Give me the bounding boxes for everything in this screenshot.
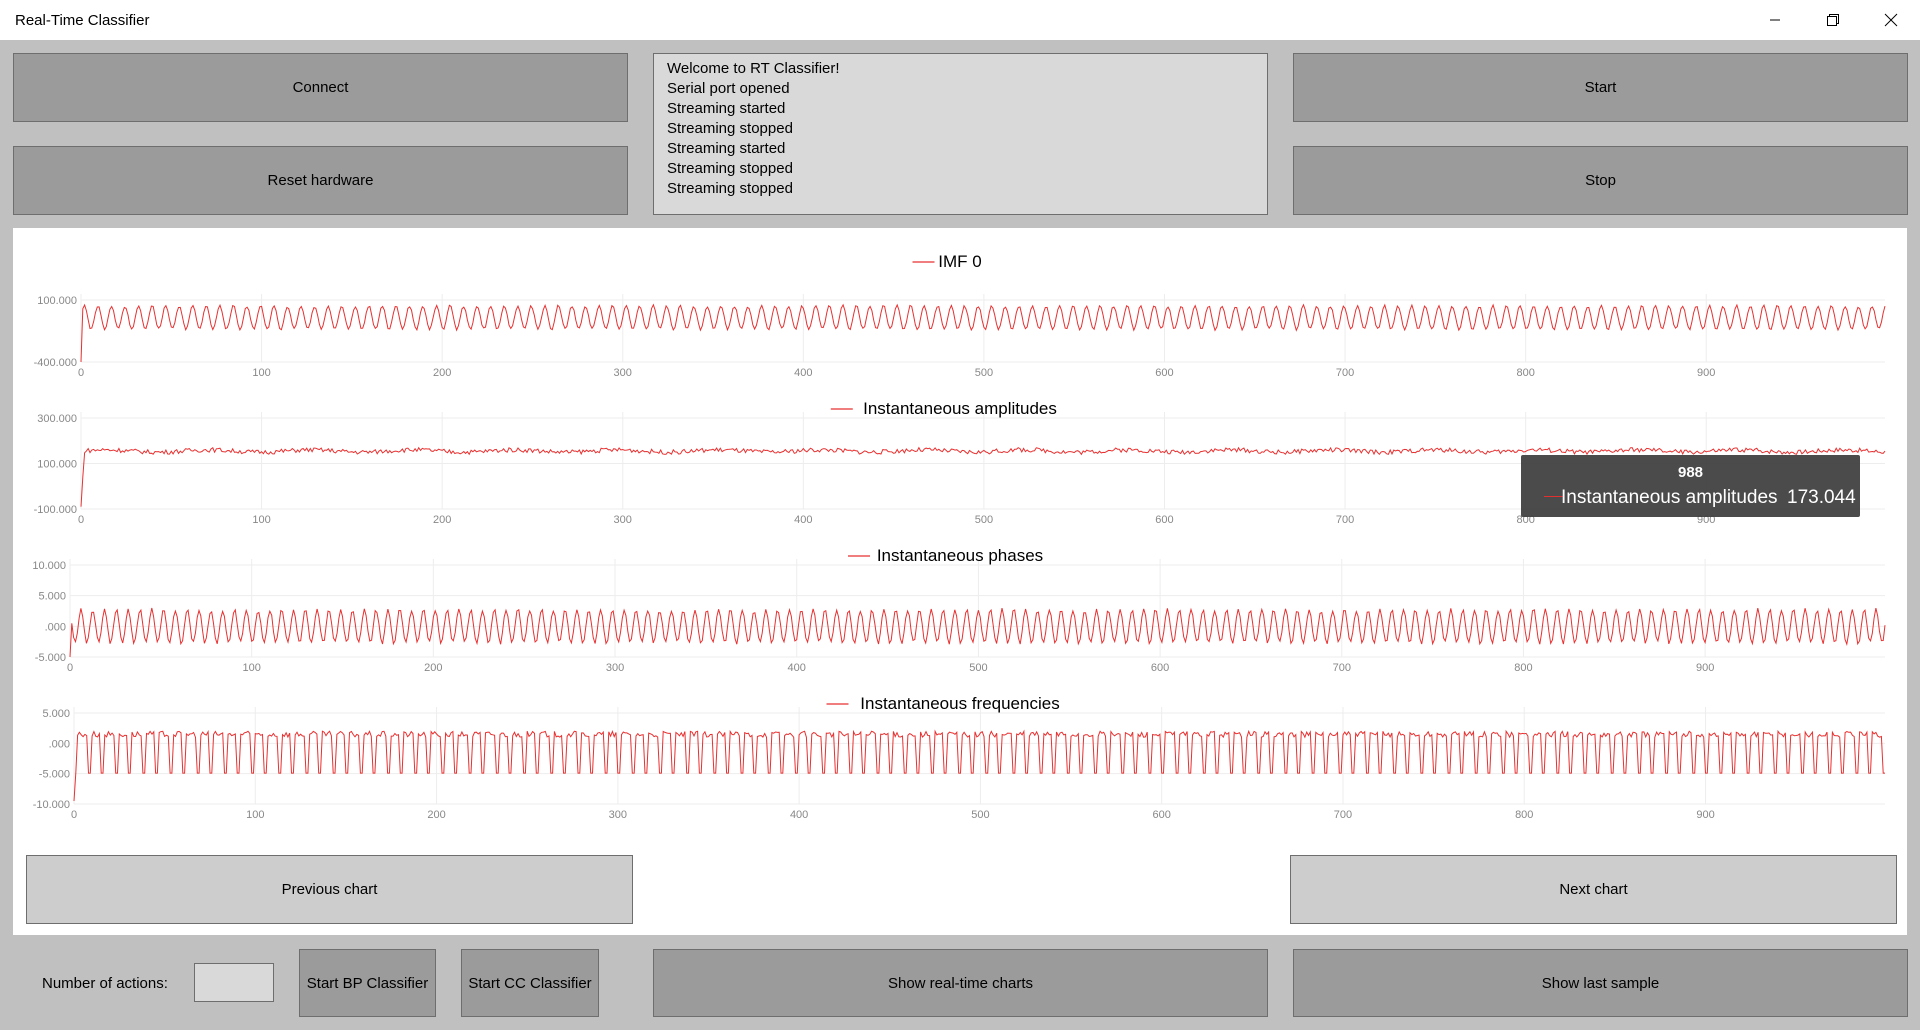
log-line: Streaming stopped (667, 160, 793, 177)
reset-hardware-button[interactable]: Reset hardware (13, 146, 628, 215)
close-icon (1884, 13, 1898, 27)
x-tick-label: 900 (1696, 662, 1714, 674)
restore-icon (1827, 14, 1839, 26)
y-tick-label: 100.000 (37, 459, 77, 471)
log-line: Welcome to RT Classifier! (667, 60, 840, 77)
x-tick-label: 300 (614, 367, 632, 379)
number-of-actions-input[interactable] (194, 963, 274, 1002)
minimize-button[interactable] (1752, 0, 1798, 40)
minimize-icon (1770, 19, 1780, 21)
start-button[interactable]: Start (1293, 53, 1908, 122)
x-tick-label: 500 (969, 662, 987, 674)
y-tick-label: 5.000 (38, 591, 66, 603)
x-tick-label: 0 (71, 809, 77, 821)
chart-legend-label: Instantaneous phases (877, 546, 1043, 565)
x-tick-label: 300 (614, 514, 632, 526)
x-tick-label: 900 (1697, 514, 1715, 526)
x-tick-label: 700 (1333, 662, 1351, 674)
y-tick-label: .000 (45, 621, 66, 633)
y-tick-label: -10.000 (33, 799, 70, 811)
connect-button[interactable]: Connect (13, 53, 628, 122)
start-cc-classifier-button[interactable]: Start CC Classifier (461, 949, 599, 1017)
x-tick-label: 800 (1515, 809, 1533, 821)
log-line: Streaming started (667, 100, 786, 117)
x-tick-label: 300 (609, 809, 627, 821)
x-tick-label: 500 (975, 367, 993, 379)
x-tick-label: 600 (1151, 662, 1169, 674)
start-bp-classifier-button[interactable]: Start BP Classifier (299, 949, 436, 1017)
x-tick-label: 400 (788, 662, 806, 674)
y-tick-label: -400.000 (34, 357, 77, 369)
window-title: Real-Time Classifier (15, 12, 150, 29)
log-line: Streaming stopped (667, 120, 793, 137)
x-tick-label: 100 (252, 367, 270, 379)
x-tick-label: 700 (1336, 514, 1354, 526)
number-of-actions-label: Number of actions: (42, 975, 168, 992)
x-tick-label: 200 (424, 662, 442, 674)
x-tick-label: 100 (246, 809, 264, 821)
tooltip-x-value: 988 (1677, 464, 1704, 481)
x-tick-label: 0 (67, 662, 73, 674)
x-tick-label: 200 (427, 809, 445, 821)
x-tick-label: 800 (1514, 662, 1532, 674)
x-tick-label: 900 (1696, 809, 1714, 821)
chart-legend-label: Instantaneous frequencies (860, 694, 1059, 713)
log-line: Streaming started (667, 140, 786, 157)
next-chart-button[interactable]: Next chart (1290, 855, 1897, 924)
x-tick-label: 0 (78, 514, 84, 526)
x-tick-label: 400 (794, 367, 812, 379)
y-tick-label: 300.000 (37, 413, 77, 425)
y-tick-label: 5.000 (42, 708, 70, 720)
tooltip-value: 173.044 (1787, 487, 1856, 508)
y-tick-label: 10.000 (32, 560, 66, 572)
y-tick-label: -5.000 (35, 652, 66, 664)
x-tick-label: 600 (1155, 367, 1173, 379)
x-tick-label: 800 (1516, 514, 1534, 526)
y-tick-label: 100.000 (37, 295, 77, 307)
x-tick-label: 500 (975, 514, 993, 526)
x-tick-label: 800 (1516, 367, 1534, 379)
x-tick-label: 0 (78, 367, 84, 379)
y-tick-label: -100.000 (34, 504, 77, 516)
x-tick-label: 900 (1697, 367, 1715, 379)
tooltip-series-swatch (1544, 496, 1564, 497)
status-log: Welcome to RT Classifier! Serial port op… (653, 53, 1268, 215)
x-tick-label: 300 (606, 662, 624, 674)
x-tick-label: 600 (1155, 514, 1173, 526)
series-line (80, 303, 1886, 363)
close-button[interactable] (1868, 0, 1914, 40)
chart-tooltip: 988 Instantaneous amplitudes 173.044 (1521, 455, 1860, 517)
stop-button[interactable]: Stop (1293, 146, 1908, 215)
x-tick-label: 100 (252, 514, 270, 526)
y-tick-label: .000 (49, 738, 70, 750)
x-tick-label: 200 (433, 514, 451, 526)
y-tick-label: -5.000 (39, 769, 70, 781)
x-tick-label: 200 (433, 367, 451, 379)
log-line: Serial port opened (667, 80, 790, 97)
show-last-sample-button[interactable]: Show last sample (1293, 949, 1908, 1017)
x-tick-label: 600 (1153, 809, 1171, 821)
log-line: Streaming stopped (667, 180, 793, 197)
x-tick-label: 500 (971, 809, 989, 821)
series-line (69, 607, 1886, 658)
previous-chart-button[interactable]: Previous chart (26, 855, 633, 924)
title-bar: Real-Time Classifier (0, 0, 1920, 40)
x-tick-label: 100 (243, 662, 261, 674)
chart-legend-label: Instantaneous amplitudes (863, 399, 1057, 418)
x-tick-label: 700 (1336, 367, 1354, 379)
series-line (80, 446, 1886, 507)
x-tick-label: 400 (794, 514, 812, 526)
chart-legend-label: IMF 0 (938, 252, 981, 271)
restore-button[interactable] (1810, 0, 1856, 40)
tooltip-series-name: Instantaneous amplitudes (1561, 487, 1778, 508)
series-line (73, 729, 1885, 802)
x-tick-label: 400 (790, 809, 808, 821)
x-tick-label: 700 (1334, 809, 1352, 821)
show-realtime-charts-button[interactable]: Show real-time charts (653, 949, 1268, 1017)
